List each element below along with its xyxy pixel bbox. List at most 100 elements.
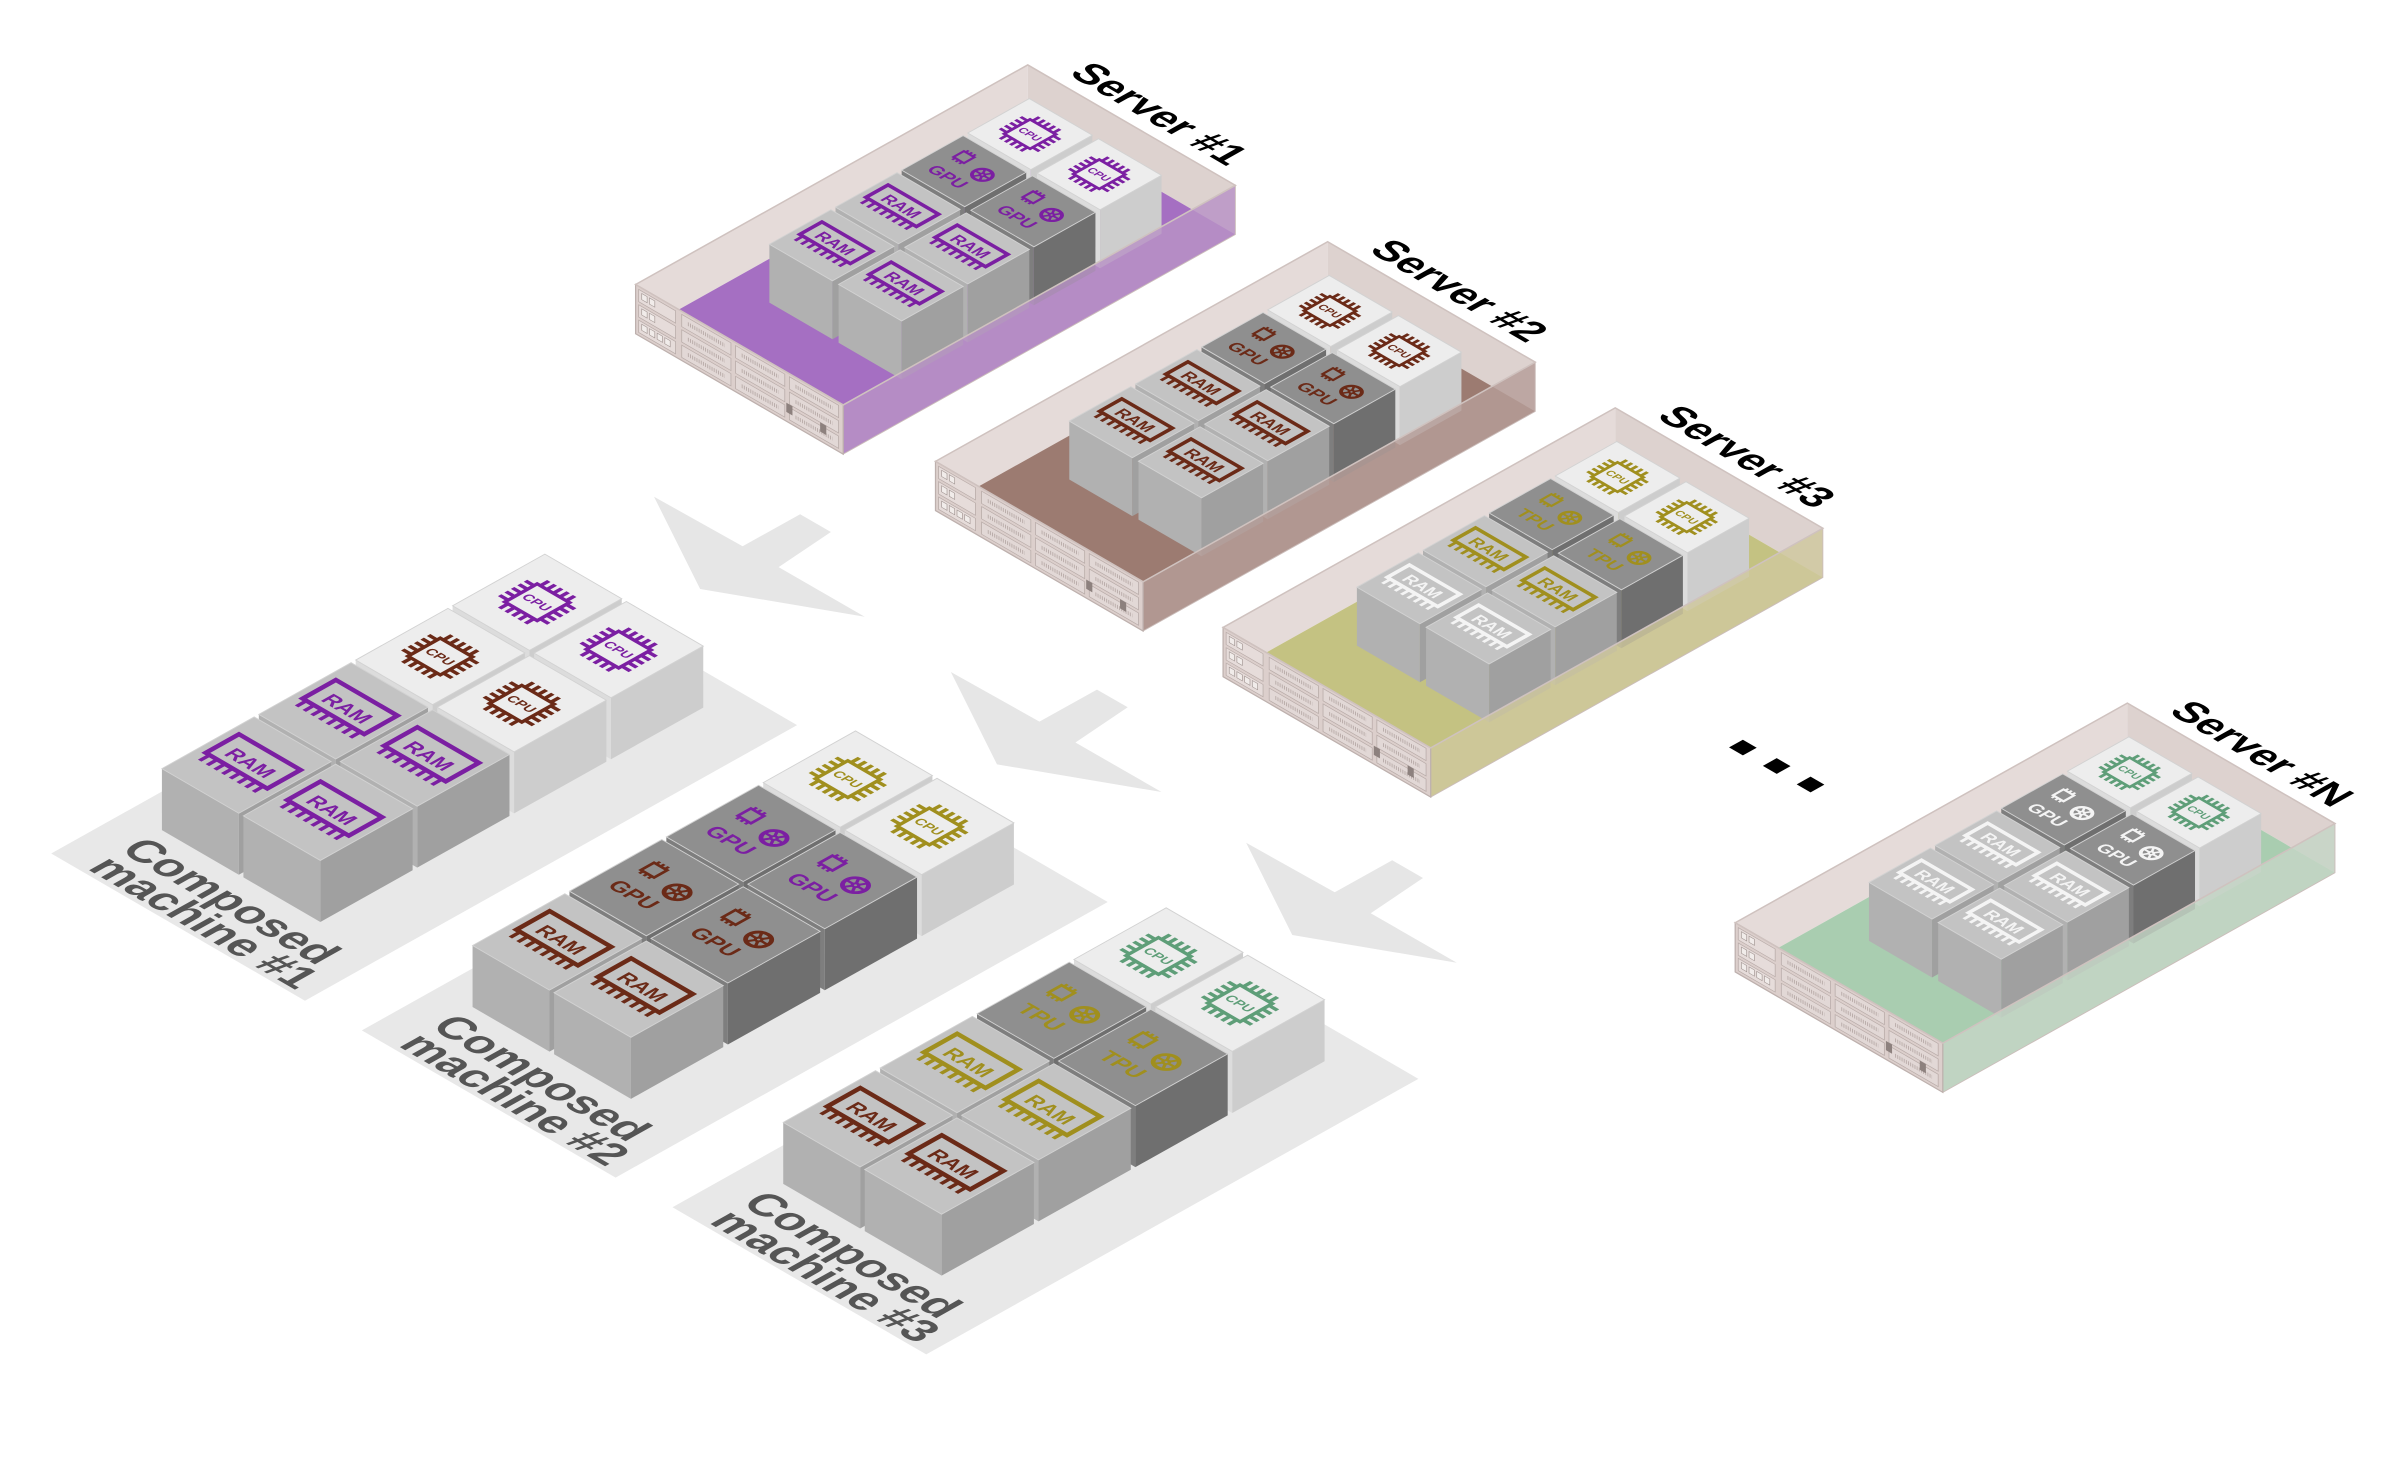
cube-front-face [1399, 352, 1462, 446]
cube-top-face [1491, 555, 1618, 628]
cube-front-face [2067, 887, 2129, 981]
cube-top-face [533, 600, 705, 699]
cube-top-face [568, 839, 740, 937]
cube-top-face [762, 730, 934, 828]
cube-front-face [417, 754, 510, 868]
chip-cube-ram: RAM [242, 763, 414, 922]
cube-top-face [1072, 907, 1244, 1005]
cube-left-face [1356, 587, 1420, 683]
cube-top-face [451, 553, 623, 651]
ram-icon: RAM [900, 1132, 1008, 1194]
cube-front-face [941, 1162, 1034, 1276]
ram-icon: RAM [508, 908, 616, 970]
cube-top-face [1934, 810, 2061, 883]
cube-top-face [782, 1070, 954, 1168]
cube-top-face [436, 655, 608, 753]
cube-top-face [1057, 1008, 1229, 1107]
cube-top-face [1203, 389, 1331, 462]
cube-left-face [161, 768, 239, 875]
chip-cube-ram: RAM [863, 1117, 1035, 1276]
cube-front-face [2133, 850, 2196, 944]
arrow-icon [654, 496, 865, 617]
server-side-wall [1615, 407, 1823, 578]
ellipsis-dot [1729, 739, 1757, 756]
server-back-wall [1223, 407, 1616, 677]
server-side-wall [1327, 241, 1536, 412]
cube-top-face [1068, 386, 1195, 459]
server-back-wall [1735, 703, 2128, 972]
cpu-icon: CPU [808, 756, 888, 802]
cube-front-face [921, 822, 1014, 937]
fan-icon [2138, 846, 2164, 861]
fan-icon [969, 167, 995, 182]
server-side-wall [1027, 64, 1236, 235]
chip-cube-ram: RAM [553, 940, 725, 1099]
cube-front-face [824, 877, 918, 991]
cube-top-face [960, 1063, 1132, 1161]
cube-front-face [1038, 1108, 1131, 1222]
fan-icon [1339, 384, 1364, 399]
cube-left-face [783, 1122, 861, 1229]
cube-top-face [1623, 481, 1750, 554]
cube-top-face [1937, 887, 2064, 960]
cube-top-face [1154, 954, 1326, 1052]
chip-cube-ram: RAM [1425, 592, 1552, 723]
cube-front-face [727, 931, 821, 1045]
cube-left-face [472, 945, 550, 1052]
fan-icon [743, 930, 775, 949]
cpu-icon: CPU [1655, 499, 1719, 536]
cube-top-face [471, 893, 643, 991]
fan-icon [1150, 1053, 1182, 1071]
arrow-icon [950, 672, 1162, 793]
cube-top-face [834, 172, 962, 245]
cube-top-face [863, 1117, 1035, 1215]
cube-top-face [665, 784, 837, 883]
fan-icon [1626, 550, 1652, 566]
cube-left-face [1868, 882, 1933, 978]
cube-top-face [1554, 440, 1681, 514]
ram-icon: RAM [294, 677, 402, 739]
server-rim [1221, 406, 1825, 749]
fan-icon [1557, 510, 1583, 525]
cube-top-face [1355, 552, 1483, 625]
cube-top-face [1134, 349, 1261, 422]
cube-top-face [242, 763, 414, 861]
server-rim [1733, 702, 2337, 1045]
cube-front-face [1135, 1053, 1228, 1168]
ram-icon: RAM [197, 731, 306, 793]
server-rack-panel [934, 460, 1144, 633]
cube-front-face [2199, 813, 2262, 907]
arrows-layer [654, 496, 1457, 963]
cube-top-face [1488, 478, 1615, 551]
cube-top-face [1335, 315, 1463, 388]
fan-icon [840, 876, 872, 895]
cube-top-face [1036, 138, 1163, 211]
chip-cube-ram: RAM [1137, 426, 1264, 557]
server-rack-panel [1222, 626, 1432, 799]
cube-top-face [2069, 813, 2196, 886]
cube-top-face [1266, 274, 1394, 348]
cpu-icon: CPU [482, 681, 562, 727]
cube-top-face [1868, 847, 1995, 920]
cube-front-face [514, 700, 607, 814]
cube-front-face [1100, 175, 1162, 269]
cpu-icon: CPU [1586, 459, 1649, 496]
cube-top-face [1422, 515, 1549, 588]
cube-front-face [1555, 592, 1617, 686]
ram-icon: RAM [1381, 562, 1464, 611]
cube-left-face [1426, 627, 1490, 723]
cube-top-face [160, 716, 333, 814]
cube-top-face [903, 212, 1031, 285]
cube-top-face [1425, 592, 1552, 665]
fan-icon [1069, 1006, 1101, 1024]
cube-top-face [2135, 776, 2263, 849]
cube-front-face [1489, 629, 1551, 723]
cube-top-face [2003, 850, 2130, 923]
cube-front-face [1267, 426, 1330, 520]
cube-top-face [2066, 736, 2193, 809]
